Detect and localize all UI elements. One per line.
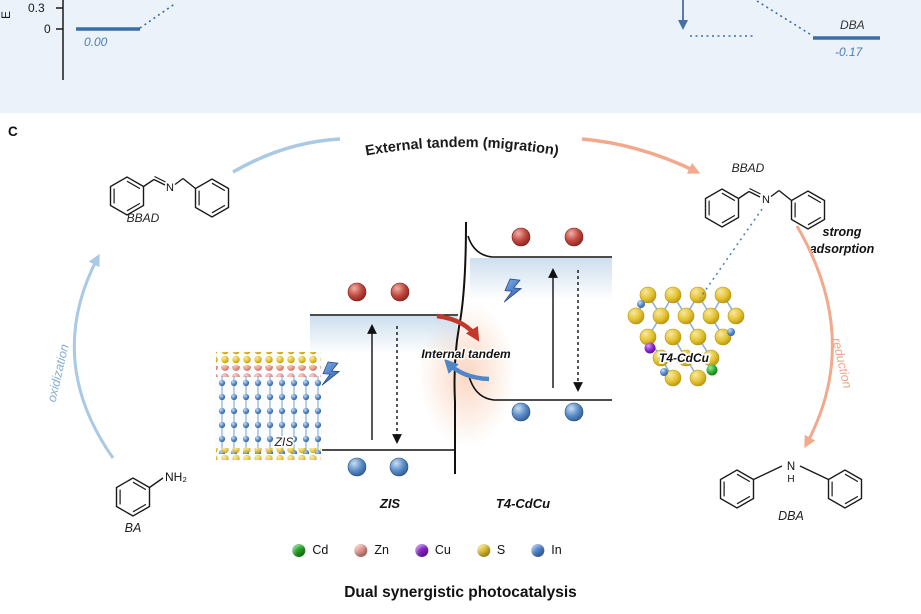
legend-label: Cu — [434, 543, 451, 557]
reduction-arrow — [795, 225, 834, 449]
panel-c-label: C — [8, 124, 18, 139]
energy-level-start — [76, 2, 177, 31]
legend-item-cd: Cd — [292, 543, 328, 557]
in-atom — [727, 328, 735, 336]
legend-label: S — [496, 543, 506, 557]
hole-spheres — [347, 227, 584, 302]
amine-group-label: NH₂ — [165, 470, 187, 484]
adsorption-dotted-line — [699, 208, 763, 299]
figure-title: Dual synergistic photocatalysis — [344, 584, 577, 601]
energy-diagram-graphics — [56, 0, 880, 80]
dba-molecule: N H — [719, 461, 863, 509]
oxidization-label: oxidization — [45, 343, 72, 404]
legend-item-cu: Cu — [414, 543, 451, 557]
ba-label: BA — [125, 521, 142, 535]
external-tandem-blue-arc — [232, 137, 341, 174]
legend-item-zn: Zn — [354, 543, 389, 557]
imine-n-label: N — [762, 194, 770, 206]
legend-item-in: In — [531, 543, 562, 557]
internal-tandem-blue-arrow — [444, 358, 490, 382]
zn-color-dot — [354, 543, 368, 557]
panel-c-diagram: Internal tandem ZIS — [45, 135, 875, 535]
energy-y-axis — [56, 0, 64, 80]
imine-n-label: N — [166, 182, 174, 194]
oxidization-arrow — [72, 253, 115, 459]
energy-start-value: 0.00 — [84, 35, 108, 49]
t4-band-shading — [470, 258, 612, 300]
cu-atom — [644, 342, 656, 354]
energy-product-value: -0.17 — [835, 45, 863, 59]
zis-image-label: ZIS — [274, 435, 294, 449]
cd-atom — [706, 364, 718, 376]
cu-color-dot — [414, 543, 428, 557]
zis-band-label: ZIS — [379, 496, 401, 511]
energy-tick-0: 0 — [44, 22, 51, 36]
bbad-left-molecule: N — [109, 176, 230, 218]
legend-label: Cd — [312, 543, 329, 557]
in-atom — [637, 300, 645, 308]
energy-product-label: DBA — [840, 18, 865, 32]
legend-label: Zn — [374, 543, 389, 557]
amine-h-label: H — [787, 474, 794, 485]
zis-crystal-image: ZIS — [215, 350, 322, 462]
strong-adsorption-line2: adsorption — [810, 242, 875, 256]
energy-tick-03: 0.3 — [28, 1, 45, 15]
electron-spheres — [347, 402, 584, 477]
band-lines — [310, 221, 612, 474]
s-color-dot — [476, 543, 490, 557]
zis-band-shading — [310, 316, 457, 354]
in-atom — [660, 368, 668, 376]
external-tandem-orange-arrow — [581, 137, 701, 174]
energy-y-axis-title-partial: E — [0, 10, 14, 20]
t4-cluster-image: T4-CdCu — [627, 286, 745, 387]
zis-transition-arrows — [367, 324, 402, 444]
bbad-left-label: BBAD — [127, 211, 160, 225]
ba-molecule: NH₂ — [115, 470, 187, 517]
in-color-dot — [531, 543, 545, 557]
strong-adsorption-line1: strong — [823, 225, 862, 239]
energy-step-dba — [678, 0, 880, 40]
t4-transition-arrows — [548, 268, 583, 392]
legend-label: In — [551, 543, 562, 557]
lightning-icon — [320, 360, 342, 389]
atom-legend: Cd Zn Cu S In — [292, 543, 562, 557]
bbad-right-label: BBAD — [732, 161, 765, 175]
internal-tandem-label: Internal tandem — [421, 347, 511, 361]
dba-label: DBA — [778, 509, 804, 523]
internal-tandem-red-arrow — [436, 313, 480, 342]
cd-color-dot — [292, 543, 306, 557]
t4-cluster-label: T4-CdCu — [659, 351, 710, 365]
t4-band-label: T4-CdCu — [496, 496, 550, 511]
bbad-right-molecule: N — [704, 188, 826, 230]
legend-item-s: S — [476, 543, 506, 557]
external-tandem-title: External tandem (migration) — [364, 135, 560, 160]
energy-diagram-panel — [0, 0, 921, 113]
amine-n-label: N — [787, 461, 795, 473]
